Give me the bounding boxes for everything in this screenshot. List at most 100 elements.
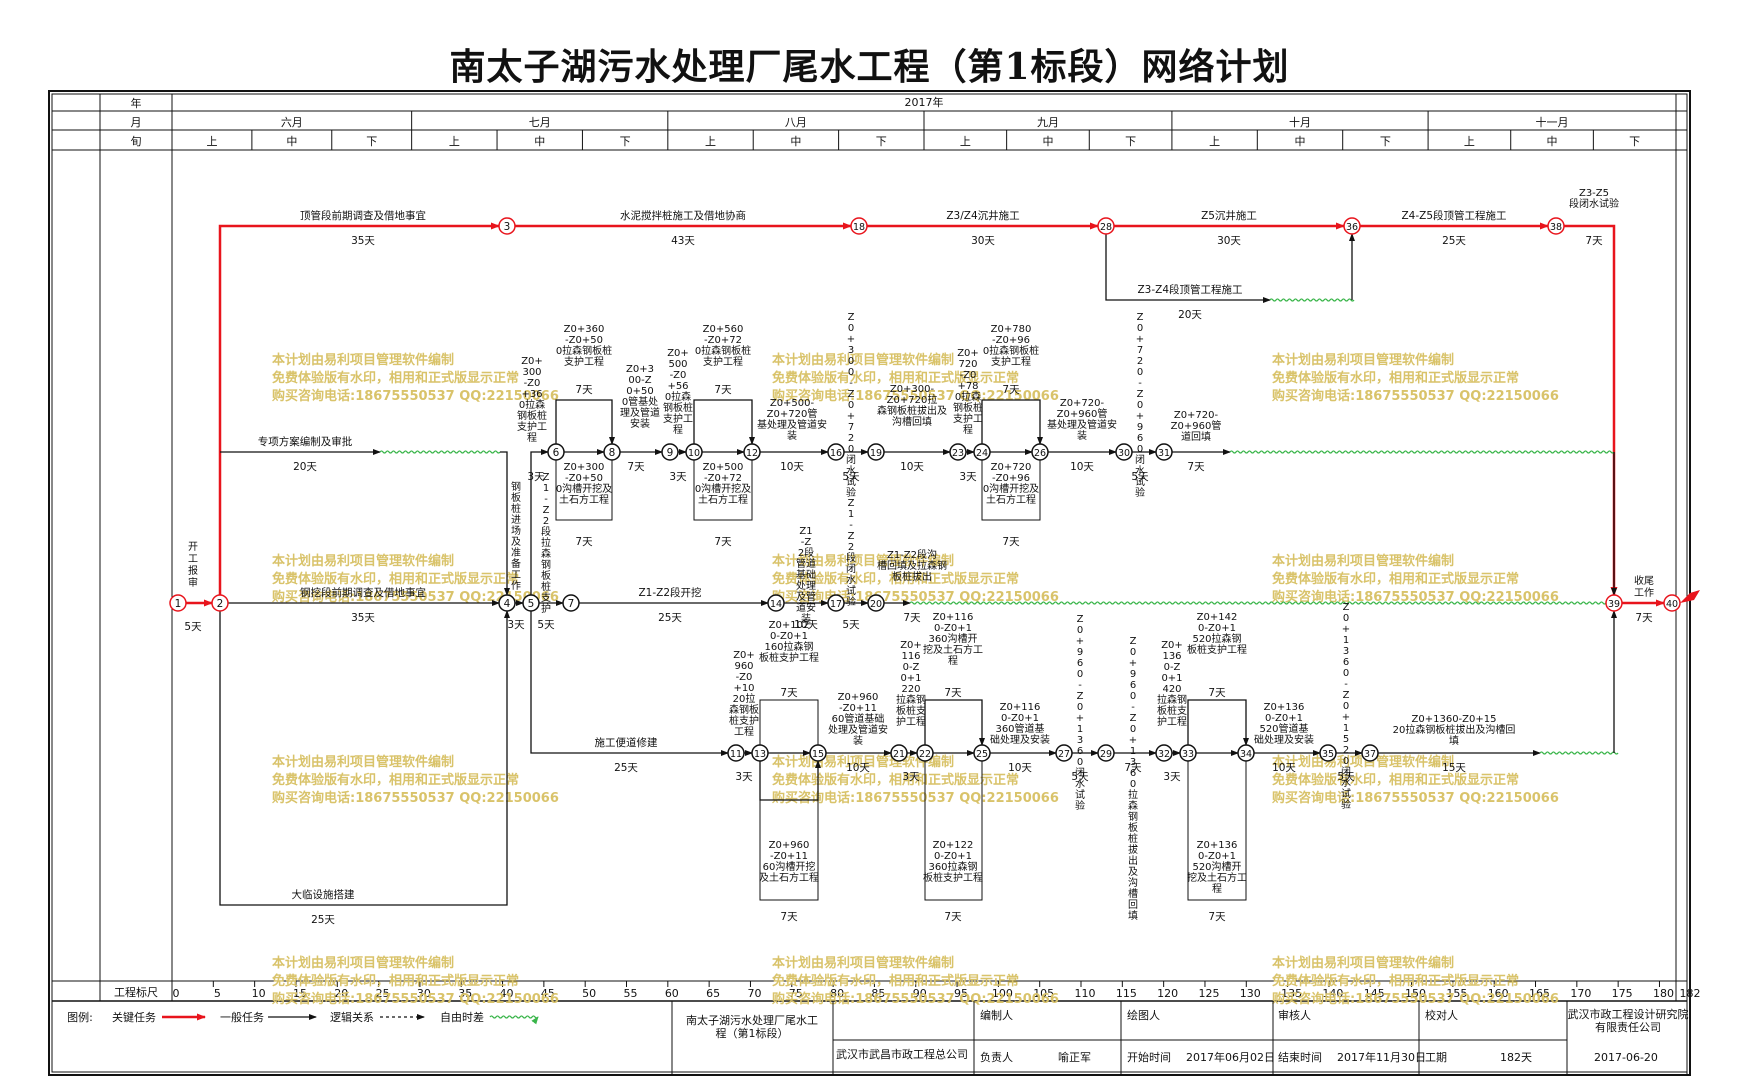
scale-tick-label: 0 xyxy=(173,987,180,1000)
task-duration: 10天 xyxy=(1008,762,1032,774)
task-duration: 7天 xyxy=(1585,235,1603,247)
dekad-label: 中 xyxy=(1547,135,1558,148)
event-node xyxy=(1605,594,1623,612)
task-duration: 3天 xyxy=(507,619,525,631)
task-label: Z0+300-Z0+720拉森钢板桩拔出及沟槽回填 xyxy=(877,384,947,428)
event-node xyxy=(1097,217,1115,235)
scale-tick-label: 75 xyxy=(789,987,803,1000)
prepared-by-label: 编制人 xyxy=(980,1008,1013,1022)
event-node-number: 14 xyxy=(770,599,782,610)
task-duration: 7天 xyxy=(1187,461,1205,473)
watermark-text: 免费体验版有水印，相用和正式版显示正常 xyxy=(272,370,519,386)
event-node-number: 29 xyxy=(1100,749,1112,760)
task-duration: 10天 xyxy=(900,461,924,473)
event-node xyxy=(1319,744,1337,762)
task-duration: 7天 xyxy=(903,612,921,624)
dekad-label: 下 xyxy=(1629,135,1640,148)
task-duration: 7天 xyxy=(944,687,962,699)
task-arrow xyxy=(530,449,549,595)
scale-tick-label: 70 xyxy=(747,987,761,1000)
scale-tick-label: 10 xyxy=(252,987,266,1000)
task-label: 钢挖段前期调查及借地事宜 xyxy=(300,586,426,599)
event-node-number: 20 xyxy=(870,599,882,610)
event-node-number: 1 xyxy=(175,598,182,610)
legend-float-line xyxy=(489,1015,539,1025)
task-label: 专项方案编制及审批 xyxy=(258,435,353,448)
task-arrow xyxy=(1564,224,1618,596)
event-node-number: 23 xyxy=(952,448,964,459)
task-duration: 5天 xyxy=(842,471,860,483)
finish-flag-icon xyxy=(1680,590,1700,603)
task-arrow xyxy=(693,399,755,445)
task-label: Z1-Z2段沟槽回填及拉森钢板桩拔出 xyxy=(877,548,947,583)
event-node-number: 13 xyxy=(754,749,766,760)
event-node xyxy=(1179,744,1197,762)
task-duration: 7天 xyxy=(780,911,798,923)
event-node-number: 10 xyxy=(688,448,700,459)
subtask-box xyxy=(924,699,983,901)
end-label: 结束时间 xyxy=(1278,1051,1322,1064)
task-duration: 25天 xyxy=(311,914,335,926)
task-duration: 7天 xyxy=(1124,762,1142,774)
month-label: 八月 xyxy=(785,116,807,129)
legend-critical-label: 关键任务 xyxy=(112,1010,156,1024)
dekad-label: 中 xyxy=(1042,135,1053,148)
scale-tick-label: 155 xyxy=(1446,987,1467,1000)
scale-tick-label: 130 xyxy=(1240,987,1261,1000)
task-duration: 3天 xyxy=(669,471,687,483)
event-node-number: 25 xyxy=(976,749,988,760)
legend-normal-label: 一般任务 xyxy=(220,1011,264,1024)
task-duration: 7天 xyxy=(627,461,645,473)
event-node-number: 35 xyxy=(1322,749,1334,760)
task-duration: 15天 xyxy=(1442,762,1466,774)
task-duration: 20天 xyxy=(293,461,317,473)
event-node xyxy=(743,443,761,461)
subtask-box xyxy=(759,699,819,901)
watermark-text: 购买咨询电话:18675550537 QQ:22150066 xyxy=(272,388,559,404)
task-duration: 35天 xyxy=(351,235,375,247)
month-label: 十月 xyxy=(1289,115,1311,129)
watermark-text: 购买咨询电话:18675550537 QQ:22150066 xyxy=(272,991,559,1007)
watermark-text: 本计划由易利项目管理软件编制 xyxy=(272,553,454,569)
event-node-number: 39 xyxy=(1608,599,1620,610)
event-node xyxy=(767,594,785,612)
task-duration: 7天 xyxy=(1002,384,1020,396)
watermark-text: 免费体验版有水印，相用和正式版显示正常 xyxy=(1272,571,1519,587)
task-duration: 3天 xyxy=(1163,771,1181,783)
task-duration: 25天 xyxy=(614,762,638,774)
reviewer-label: 审核人 xyxy=(1278,1008,1311,1022)
task-arrow xyxy=(530,611,729,756)
task-duration: 3天 xyxy=(902,771,920,783)
start-value: 2017年06月02日 xyxy=(1186,1050,1275,1064)
scale-tick-label: 170 xyxy=(1570,987,1591,1000)
event-node-number: 7 xyxy=(568,598,575,610)
event-node xyxy=(727,744,745,762)
event-node xyxy=(809,744,827,762)
watermark-text: 本计划由易利项目管理软件编制 xyxy=(772,553,954,569)
task-duration: 7天 xyxy=(944,911,962,923)
watermark-text: 本计划由易利项目管理软件编制 xyxy=(772,352,954,368)
scale-tick-label: 35 xyxy=(458,987,472,1000)
dekad-label: 下 xyxy=(1125,135,1136,148)
scale-tick-label: 135 xyxy=(1281,987,1302,1000)
event-node xyxy=(1055,744,1073,762)
task-label: 顶管段前期调查及借地事宜 xyxy=(300,209,426,222)
event-node xyxy=(547,443,565,461)
event-node-number: 2 xyxy=(217,598,224,610)
scale-tick-label: 120 xyxy=(1157,987,1178,1000)
subtask-box xyxy=(1187,699,1247,901)
task-duration: 7天 xyxy=(714,384,732,396)
scale-tick-label: 175 xyxy=(1612,987,1633,1000)
watermark-text: 购买咨询电话:18675550537 QQ:22150066 xyxy=(1272,790,1559,806)
scale-tick-label: 180 xyxy=(1653,987,1674,1000)
